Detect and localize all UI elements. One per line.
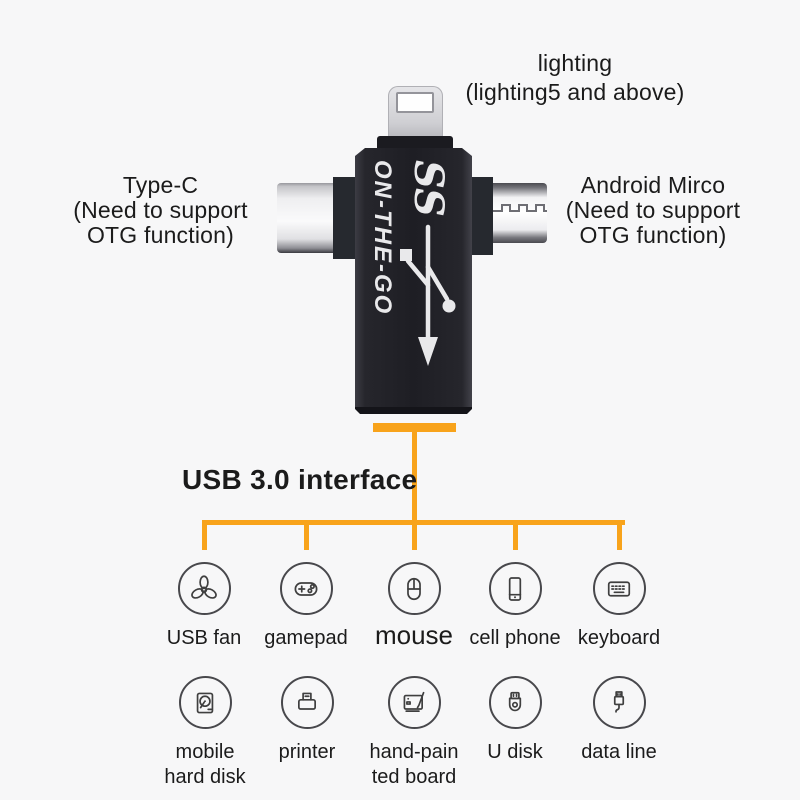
type-c-collar	[333, 177, 355, 259]
fan-icon	[177, 562, 231, 615]
android-micro-annotation: Android Mirco (Need to support OTG funct…	[528, 173, 778, 248]
gamepad-icon	[279, 562, 333, 615]
device-drawing-tablet: hand-pain ted board	[348, 676, 480, 790]
tree-stem-line	[412, 432, 417, 522]
device-label: mobile hard disk	[164, 741, 246, 788]
lightning-connector	[388, 86, 443, 139]
cell-phone-icon	[488, 562, 542, 615]
device-label: U disk	[487, 741, 543, 763]
printer-icon	[280, 676, 334, 729]
tree-branch-line	[304, 520, 309, 550]
device-cell-phone: cell phone	[449, 562, 581, 651]
device-label: hand-pain ted board	[369, 741, 459, 788]
lightning-title: lighting	[537, 50, 613, 76]
device-mouse: mouse	[348, 562, 480, 648]
connector-bar	[373, 423, 456, 432]
u-disk-icon	[488, 676, 542, 729]
usb-trident-icon	[399, 224, 455, 366]
keyboard-icon	[592, 562, 646, 615]
device-printer: printer	[241, 676, 373, 765]
on-the-go-label: ON-THE-GO	[368, 159, 396, 315]
device-gamepad: gamepad	[240, 562, 372, 651]
tree-branch-line	[617, 520, 622, 550]
lightning-collar	[377, 136, 453, 150]
device-label: USB fan	[166, 627, 242, 649]
micro-usb-collar	[470, 177, 493, 255]
drawing-tablet-icon	[387, 676, 441, 729]
lightning-subtitle: (lighting5 and above)	[465, 79, 685, 105]
type-c-title: Type-C	[122, 172, 199, 198]
device-label: printer	[278, 741, 336, 763]
micro-usb-pins	[493, 204, 547, 212]
device-keyboard: keyboard	[553, 562, 685, 651]
android-micro-title: Android Mirco	[580, 172, 726, 198]
android-micro-line2: (Need to support	[565, 197, 741, 223]
device-label: keyboard	[577, 627, 661, 649]
device-usb-fan: USB fan	[138, 562, 270, 651]
otg-logo: SS ON-THE-GO	[368, 160, 460, 396]
interface-title: USB 3.0 interface	[182, 464, 418, 495]
data-line-icon	[592, 676, 646, 729]
device-label: gamepad	[264, 627, 348, 649]
hard-disk-icon	[178, 676, 232, 729]
adapter-body: SS ON-THE-GO	[355, 148, 472, 414]
lightning-contact-window	[396, 92, 434, 113]
superspeed-ss-logo: SS	[404, 159, 452, 217]
device-mobile-hard-disk: mobile hard disk	[139, 676, 271, 790]
lightning-annotation: lighting (lighting5 and above)	[430, 49, 720, 107]
type-c-line3: OTG function)	[86, 222, 235, 248]
device-data-line: data line	[553, 676, 685, 765]
type-c-connector	[277, 183, 334, 253]
mouse-icon	[387, 562, 441, 615]
device-label: data line	[581, 741, 657, 763]
device-label: mouse	[374, 620, 454, 650]
device-u-disk: U disk	[449, 676, 581, 765]
android-micro-line3: OTG function)	[579, 222, 727, 248]
type-c-line2: (Need to support	[73, 197, 248, 223]
micro-usb-connector	[493, 183, 547, 243]
device-label: cell phone	[469, 627, 561, 649]
type-c-annotation: Type-C (Need to support OTG function)	[38, 173, 283, 248]
tree-branch-line	[513, 520, 518, 550]
tree-branch-line	[202, 520, 207, 550]
tree-branch-line	[412, 520, 417, 550]
